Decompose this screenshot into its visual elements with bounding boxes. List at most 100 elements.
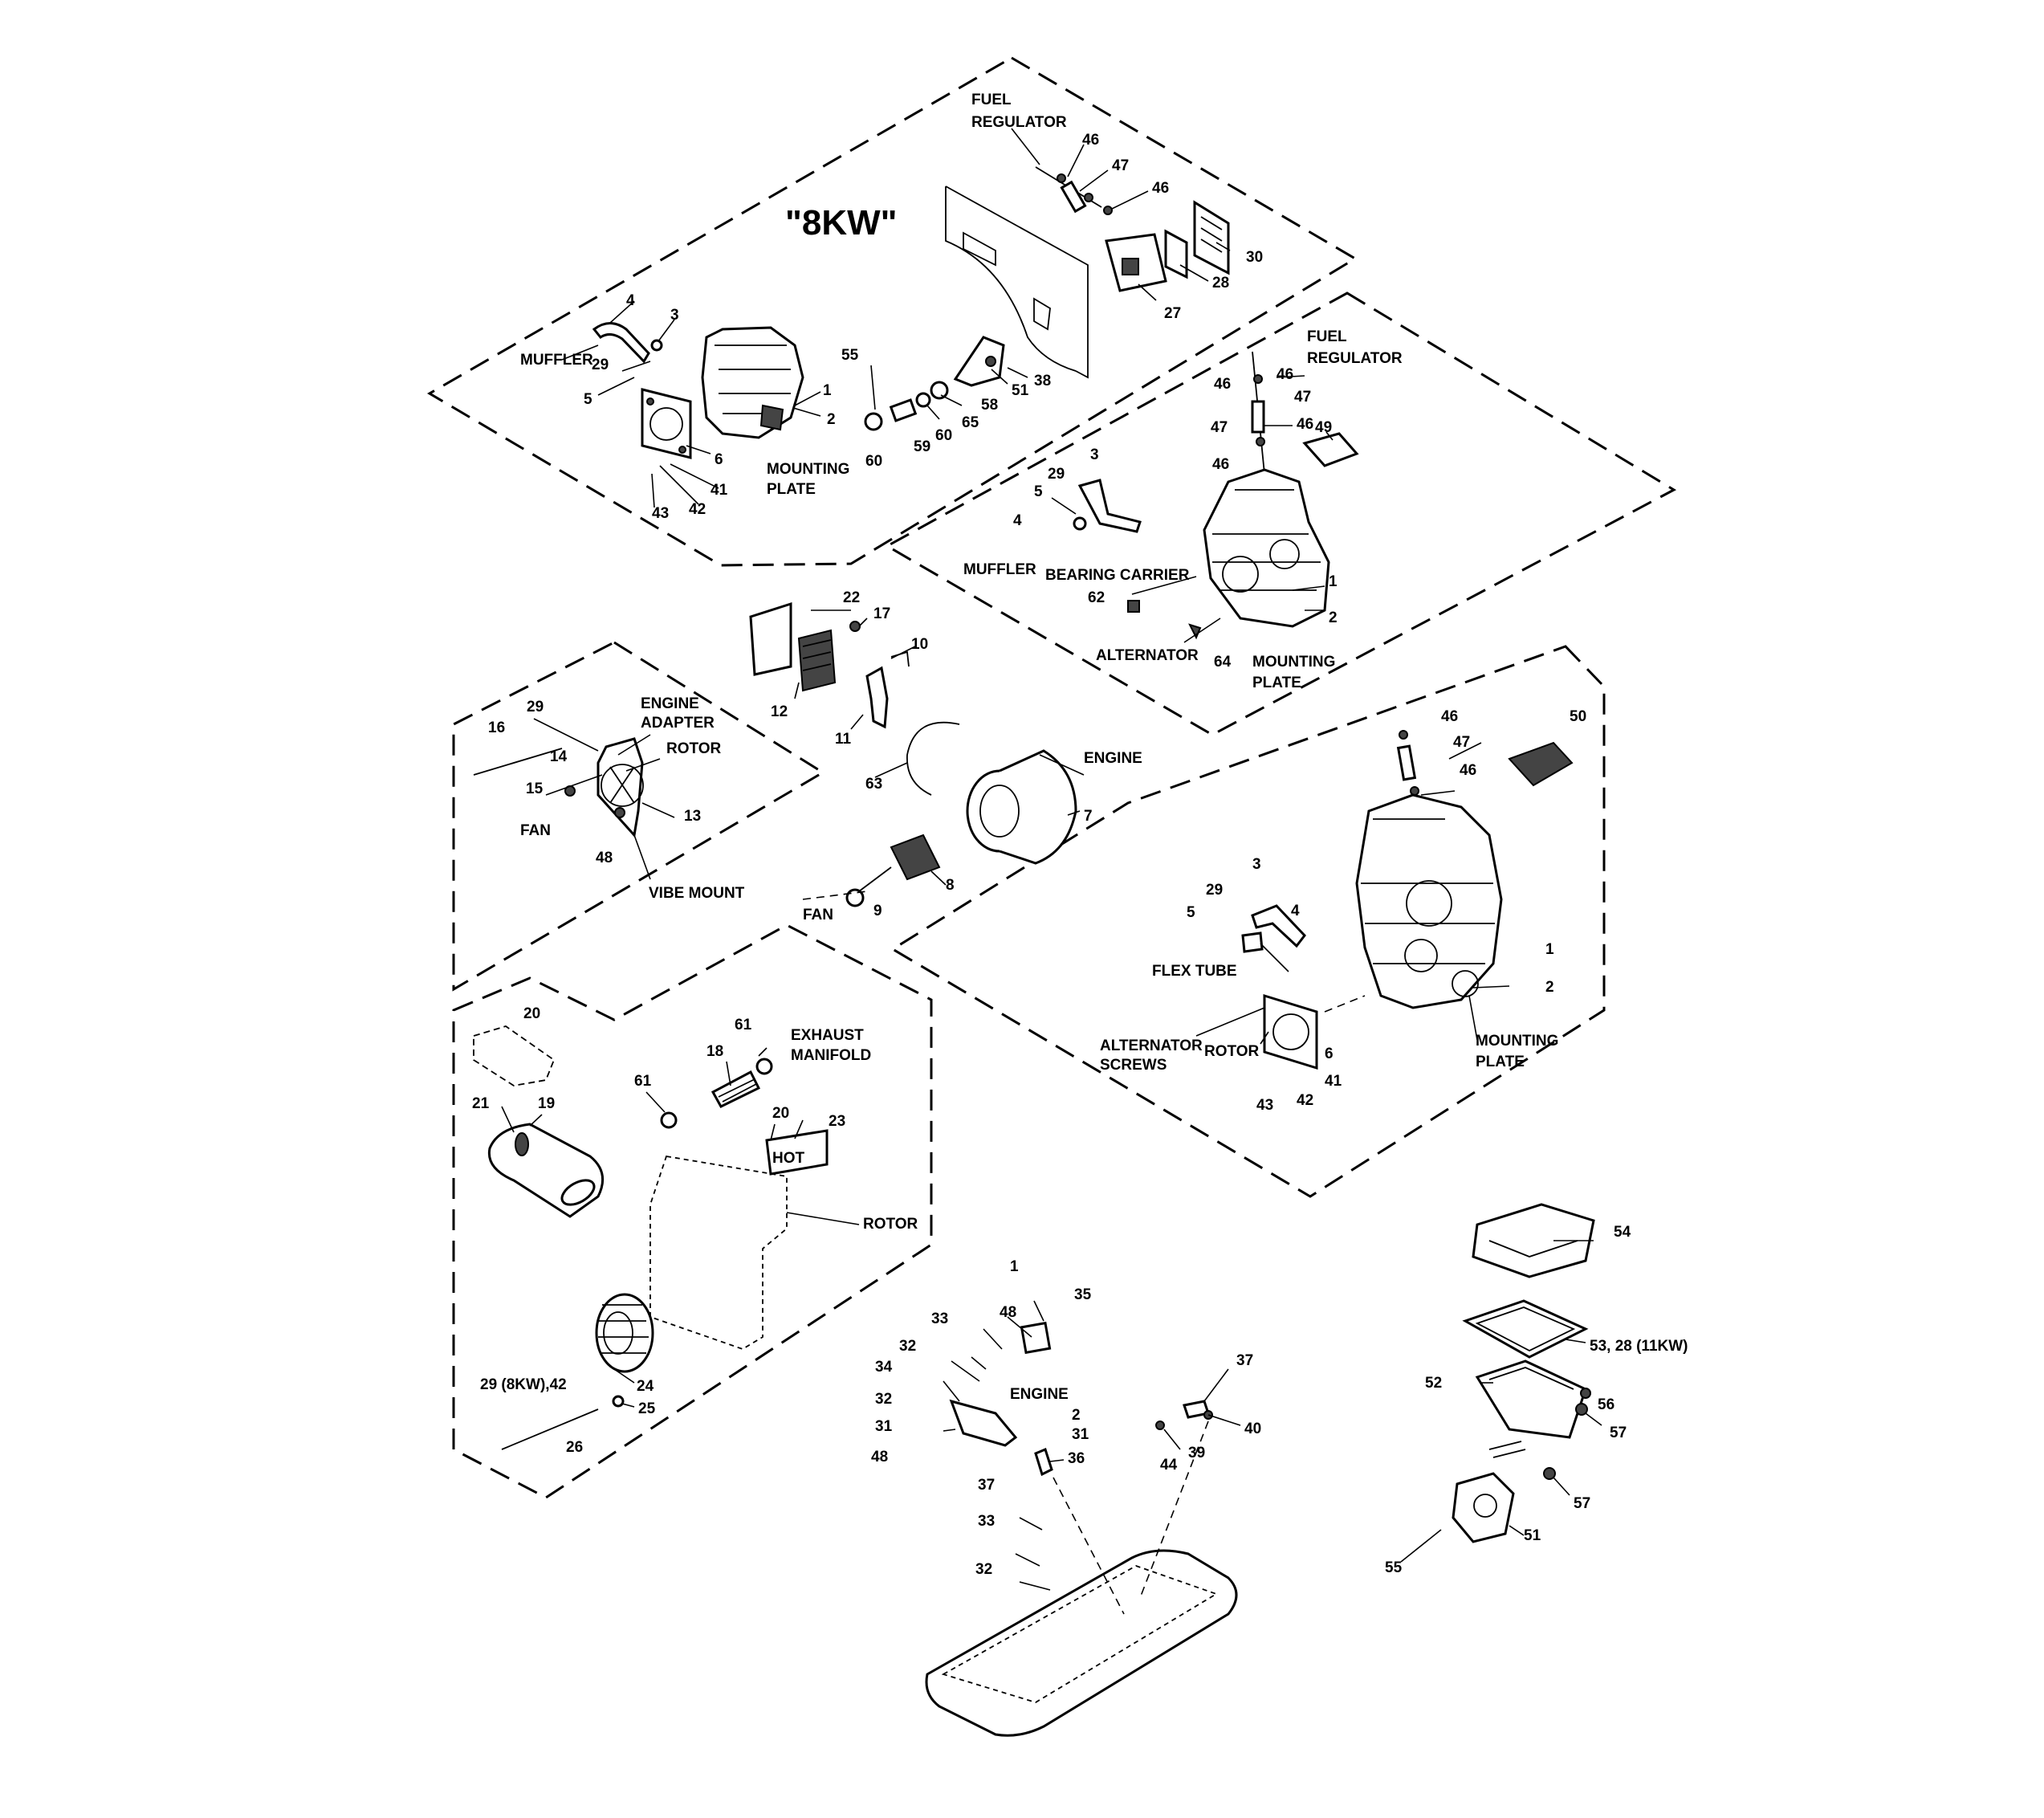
leader-line bbox=[561, 344, 599, 361]
callout-47: 47 bbox=[1211, 419, 1228, 436]
callout-4: 4 bbox=[1291, 903, 1300, 919]
engine-mid bbox=[1203, 468, 1330, 628]
leader-line bbox=[1139, 1421, 1209, 1599]
rotor-part-8 bbox=[858, 834, 941, 892]
callout-48: 48 bbox=[596, 850, 613, 866]
leader-line bbox=[501, 1106, 515, 1133]
label-fuel-regulator-top-2: REGULATOR bbox=[971, 114, 1067, 131]
callout-25: 25 bbox=[638, 1400, 656, 1417]
callout-28: 28 bbox=[1212, 275, 1229, 291]
leader-line bbox=[1207, 1414, 1241, 1426]
callout-26: 26 bbox=[566, 1439, 583, 1456]
callout-1: 1 bbox=[1545, 941, 1554, 958]
label-rotor-left: ROTOR bbox=[666, 740, 722, 757]
leader-line bbox=[874, 762, 908, 778]
callout-58: 58 bbox=[981, 397, 998, 414]
leader-line bbox=[802, 891, 868, 900]
callout-56: 56 bbox=[1598, 1396, 1614, 1413]
label-muffler-mid: MUFFLER bbox=[963, 561, 1036, 578]
label-mounting-plate-right-1: MOUNTING bbox=[1476, 1033, 1558, 1050]
callout-5: 5 bbox=[1034, 483, 1043, 500]
label-flex-tube: FLEX TUBE bbox=[1152, 963, 1237, 980]
callout-numbers: 46 47 46 30 28 27 4 3 29 5 1 2 6 41 42 4… bbox=[472, 132, 1688, 1578]
leader-line bbox=[943, 1380, 960, 1402]
bolt-part-16 bbox=[473, 748, 563, 776]
leader-line bbox=[991, 369, 1008, 385]
leader-line bbox=[1019, 1581, 1051, 1591]
label-vibe-mount: VIBE MOUNT bbox=[649, 885, 745, 902]
callout-8: 8 bbox=[946, 877, 955, 894]
callout-63: 63 bbox=[865, 776, 882, 793]
callout-7: 7 bbox=[1084, 808, 1093, 825]
label-rotor-muffler: ROTOR bbox=[863, 1216, 918, 1233]
group-outlines bbox=[427, 56, 1677, 1499]
callout-37: 37 bbox=[1236, 1352, 1253, 1369]
callout-36: 36 bbox=[1068, 1450, 1085, 1467]
svg-text:HOT: HOT bbox=[772, 1150, 805, 1167]
leader-line bbox=[1079, 169, 1109, 192]
callout-32: 32 bbox=[975, 1561, 992, 1578]
callout-34: 34 bbox=[875, 1359, 893, 1376]
leader-line bbox=[1067, 144, 1085, 177]
leader-line bbox=[1468, 995, 1478, 1041]
heat-shield-part-20 bbox=[473, 1025, 556, 1086]
fuel-regulator-right bbox=[1396, 730, 1419, 796]
callout-11: 11 bbox=[835, 731, 852, 748]
leader-line bbox=[1292, 585, 1325, 591]
label-fan-center: FAN bbox=[803, 907, 833, 923]
callout-6: 6 bbox=[715, 451, 723, 468]
label-fuel-regulator-mid-2: REGULATOR bbox=[1307, 350, 1403, 367]
leader-line bbox=[951, 1360, 980, 1382]
outline-muffler-group bbox=[452, 923, 933, 1499]
label-alternator-screws-1: ALTERNATOR bbox=[1100, 1037, 1203, 1054]
leader-line bbox=[597, 377, 635, 396]
part-57-a bbox=[1575, 1403, 1588, 1416]
leader-line bbox=[686, 445, 711, 454]
callout-61: 61 bbox=[634, 1073, 652, 1090]
label-engine-bottom: ENGINE bbox=[1010, 1386, 1069, 1403]
leader-line bbox=[1007, 1316, 1032, 1338]
label-rotor-right: ROTOR bbox=[1204, 1043, 1260, 1060]
callout-46: 46 bbox=[1460, 762, 1476, 779]
leader-line bbox=[617, 734, 651, 756]
leader-line bbox=[621, 1403, 635, 1408]
leader-line bbox=[1183, 618, 1221, 643]
engine-mount-bracket bbox=[949, 1321, 1053, 1477]
callout-29: 29 bbox=[1048, 466, 1065, 483]
callout-19: 19 bbox=[538, 1095, 555, 1112]
label-alternator-mid: ALTERNATOR bbox=[1096, 647, 1199, 664]
callout-60: 60 bbox=[865, 453, 882, 470]
label-fuel-regulator-mid-1: FUEL bbox=[1307, 328, 1347, 345]
callout-62: 62 bbox=[1088, 589, 1105, 606]
leader-line bbox=[758, 1047, 768, 1057]
leader-lines bbox=[501, 128, 1602, 1615]
leader-line bbox=[1276, 375, 1305, 378]
callout-31: 31 bbox=[875, 1418, 893, 1435]
leader-line bbox=[1015, 1553, 1040, 1567]
callout-33: 33 bbox=[931, 1311, 948, 1327]
outline-8kw-engine-group bbox=[427, 56, 1358, 567]
air-filter-part-53 bbox=[1462, 1299, 1589, 1359]
leader-line bbox=[1179, 264, 1209, 282]
callout-27: 27 bbox=[1164, 305, 1181, 322]
callout-52: 52 bbox=[1425, 1375, 1442, 1392]
callout-13: 13 bbox=[684, 808, 701, 825]
leader-line bbox=[1448, 742, 1482, 760]
mounting-plate-part-6 bbox=[641, 388, 692, 459]
outline-rotor-fan-group bbox=[452, 641, 825, 992]
leader-line bbox=[726, 1061, 731, 1086]
leader-line bbox=[1039, 754, 1085, 776]
callout-5: 5 bbox=[1187, 904, 1195, 921]
callout-55: 55 bbox=[1385, 1559, 1403, 1576]
leader-line bbox=[651, 473, 655, 508]
callout-65: 65 bbox=[962, 414, 979, 431]
engine-8kw bbox=[701, 326, 804, 439]
callout-46: 46 bbox=[1297, 416, 1313, 433]
leader-line bbox=[621, 361, 651, 372]
leader-line bbox=[926, 405, 940, 420]
callout-29: 29 bbox=[592, 357, 609, 373]
callout-57: 57 bbox=[1574, 1495, 1590, 1512]
callout-6: 6 bbox=[1325, 1046, 1333, 1062]
label-mounting-plate-top-1: MOUNTING bbox=[767, 461, 849, 478]
label-alternator-screws-2: SCREWS bbox=[1100, 1057, 1167, 1074]
